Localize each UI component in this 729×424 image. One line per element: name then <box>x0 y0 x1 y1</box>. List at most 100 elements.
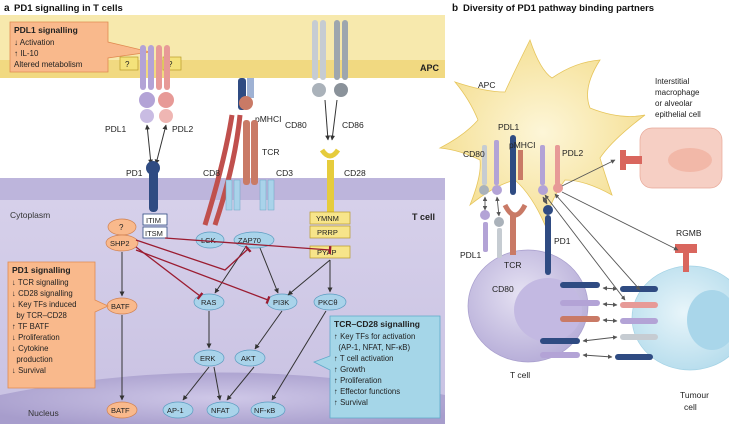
callout-pdl1-line: ↑ IL-10 <box>14 49 39 58</box>
cytoplasm-label: Cytoplasm <box>10 210 50 220</box>
panel-b-arrows <box>482 159 679 359</box>
macrophage-label: or alveolar <box>655 99 693 108</box>
zap70-label: ZAP70 <box>238 236 261 245</box>
pkc-label: PKCθ <box>318 298 338 307</box>
rgmb-receptor <box>675 244 697 253</box>
macrophage-label: epithelial cell <box>655 110 701 119</box>
tcr-label: TCR <box>262 147 279 157</box>
itsm-box <box>142 226 168 239</box>
pd1-receptor: PD1 ITIM ITSM ? SHP2 <box>105 161 168 252</box>
pdl2-label: PDL2 <box>172 124 194 134</box>
cd3-label: CD3 <box>276 168 293 178</box>
tcell-label: T cell <box>412 212 435 222</box>
callout-tcr-line: ↑ Proliferation <box>334 376 382 385</box>
callout-pdl1-title: PDL1 signalling <box>14 25 78 35</box>
prrp-box <box>309 225 351 239</box>
panel-a: a PD1 signalling in T cells APC T cell C… <box>0 3 445 424</box>
unknown-receptor-box <box>119 56 139 71</box>
callout-pd1-line: ↓ TCR signalling <box>12 278 69 287</box>
pd1-label: PD1 <box>126 168 143 178</box>
pyap-label: PYAP <box>317 248 336 257</box>
panel-a-heading: PD1 signalling in T cells <box>14 3 123 14</box>
macrophage-nucleus <box>668 148 712 172</box>
signalling-nodes: BATF RAS PI3K PKCθ ERK AKT BATF AP-1 NFA… <box>106 293 347 419</box>
itim-box <box>142 213 168 226</box>
callout-tcr-line: ↑ Survival <box>334 398 368 407</box>
callout-pd1-line: ↓ Proliferation <box>12 333 60 342</box>
callout-pd1-line: production <box>12 355 53 364</box>
callout-tcr-cd28-signalling: TCR–CD28 signalling ↑ Key TFs for activa… <box>313 315 441 419</box>
cd80-top-label: CD80 <box>463 149 485 159</box>
erk-label: ERK <box>200 354 215 363</box>
callout-pd1-line: ↓ Key TFs induced <box>12 300 76 309</box>
tumour-label: cell <box>684 402 697 412</box>
cd28-complex: CD80 CD86 CD28 YMNM PRRP PYAP <box>285 20 366 259</box>
question-mark-label: ? <box>168 60 173 69</box>
pdl2-label-b: PDL2 <box>562 148 584 158</box>
question-mark-label: ? <box>119 223 124 232</box>
pd1-label-b: PD1 <box>554 236 571 246</box>
apc-cell <box>438 38 646 227</box>
callout-tcr-line: ↑ Key TFs for activation <box>334 332 415 341</box>
callout-pd1-line: ↓ Cytokine <box>12 344 48 353</box>
callout-tcr-line: ↑ Growth <box>334 365 365 374</box>
pdl2-on-macrophage <box>624 156 642 164</box>
panel-b-heading-letter: b <box>452 3 458 14</box>
callout-tcr-title: TCR–CD28 signalling <box>334 319 420 329</box>
callout-tcr-line: (AP-1, NFAT, NF-κB) <box>334 343 410 352</box>
inhibition-lines <box>135 237 332 305</box>
ap1-label: AP-1 <box>167 406 184 415</box>
ymnm-box <box>309 211 351 225</box>
pdl1-top-label: PDL1 <box>498 122 520 132</box>
tumour-nucleus <box>687 290 729 350</box>
batf-label: BATF <box>111 302 130 311</box>
tcr-label-b: TCR <box>504 260 521 270</box>
tcell-label-b: T cell <box>510 370 530 380</box>
pi3k-label: PI3K <box>273 298 289 307</box>
macrophage-label: Interstitial <box>655 77 689 86</box>
prrp-label: PRRP <box>317 228 338 237</box>
pdl1-pdl2-receptors: ? ? PDL1 PDL2 <box>105 45 194 165</box>
tumour-label: Tumour <box>680 390 709 400</box>
panel-b-heading: Diversity of PD1 pathway binding partner… <box>463 3 654 14</box>
cd86-label: CD86 <box>342 120 364 130</box>
callout-pd1-line: ↑ TF BATF <box>12 322 49 331</box>
callout-pdl1-signalling: PDL1 signalling ↓ Activation ↑ IL-10 Alt… <box>9 21 151 73</box>
callout-pdl1-line: Altered metabolism <box>14 60 83 69</box>
cd28-label: CD28 <box>344 168 366 178</box>
cd80-label: CD80 <box>285 120 307 130</box>
apc-receptors: CD80 PDL1 pMHCI PDL2 <box>463 122 584 195</box>
pdl1-label: PDL1 <box>105 124 127 134</box>
pmhci-label: pMHCI <box>255 114 281 124</box>
pdl1-low-label: PDL1 <box>460 250 482 260</box>
macrophage-label: macrophage <box>655 88 700 97</box>
ras-label: RAS <box>201 298 216 307</box>
callout-tcr-line: ↑ T cell activation <box>334 354 394 363</box>
batf-nucleus-label: BATF <box>111 406 130 415</box>
panel-b: b Diversity of PD1 pathway binding partn… <box>438 3 729 412</box>
nfkb-label: NF-κB <box>254 406 275 415</box>
panel-a-heading-letter: a <box>4 3 10 14</box>
cd8-label: CD8 <box>203 168 220 178</box>
rgmb-label: RGMB <box>676 228 702 238</box>
question-mark-label: ? <box>125 60 130 69</box>
callout-pd1-signalling: PD1 signalling ↓ TCR signalling ↓ CD28 s… <box>7 261 109 389</box>
itsm-label: ITSM <box>145 229 163 238</box>
callout-tcr-line: ↑ Effector functions <box>334 387 400 396</box>
callout-pd1-line: ↓ Survival <box>12 366 46 375</box>
itim-label: ITIM <box>146 216 161 225</box>
callout-pd1-line: by TCR–CD28 <box>12 311 67 320</box>
callout-pd1-line: ↓ CD28 signalling <box>12 289 73 298</box>
pmhci-label-b: pMHCI <box>509 140 535 150</box>
cd80-low-label: CD80 <box>492 284 514 294</box>
nfat-label: NFAT <box>211 406 230 415</box>
nucleus-label: Nucleus <box>28 408 59 418</box>
apc-membrane <box>0 60 445 78</box>
akt-label: AKT <box>241 354 256 363</box>
ymnm-label: YMNM <box>316 214 339 223</box>
apc-label-b: APC <box>478 80 495 90</box>
shp2-label: SHP2 <box>110 239 130 248</box>
callout-pdl1-line: ↓ Activation <box>14 38 54 47</box>
apc-label: APC <box>420 63 440 73</box>
